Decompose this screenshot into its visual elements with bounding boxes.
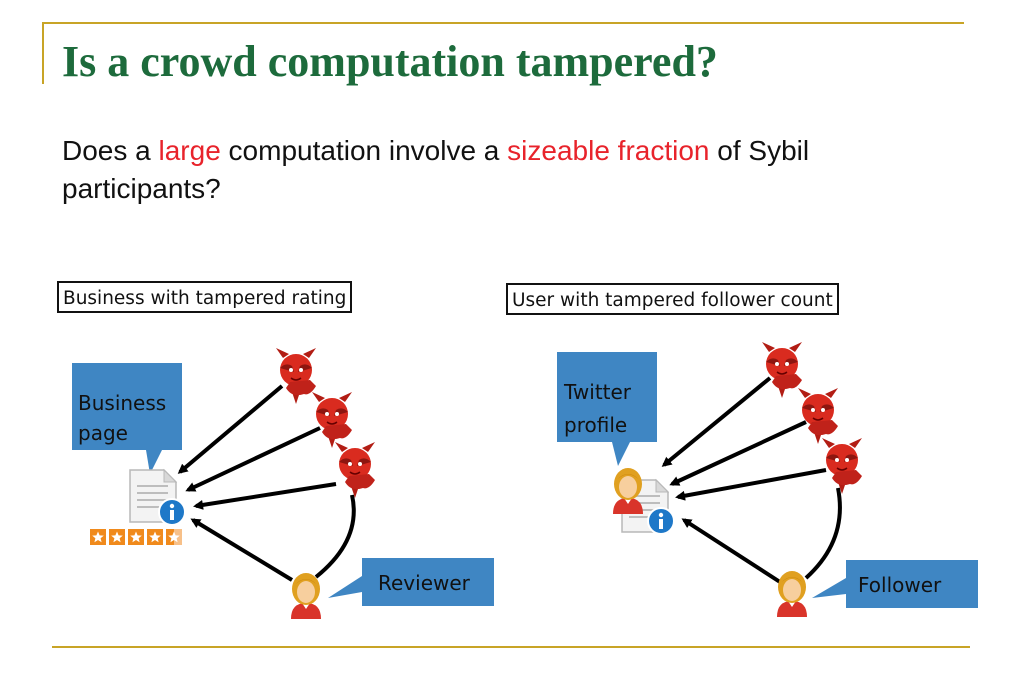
devil-icon	[761, 341, 803, 399]
slide-title: Is a crowd computation tampered?	[62, 37, 718, 86]
highlight-large: large	[158, 135, 221, 166]
info-icon	[647, 507, 675, 535]
question-part-2: computation involve a	[220, 135, 508, 166]
devil-icon	[821, 437, 863, 495]
reviewer-callout-text: Reviewer	[378, 571, 471, 595]
connector-curve	[804, 487, 842, 580]
business-page-callout: Business page	[72, 363, 182, 474]
person-icon	[777, 571, 807, 617]
connector-curve	[314, 494, 356, 579]
question-part-1: Does a	[62, 135, 159, 166]
arrow	[177, 384, 284, 474]
right-diagram: Twitter profile Follower	[557, 341, 978, 617]
twitter-callout-line2: profile	[564, 413, 627, 437]
star-rating-icon	[90, 529, 182, 545]
highlight-sizeable-fraction: sizeable fraction	[507, 135, 710, 166]
bottom-rule	[52, 646, 970, 648]
arrow	[190, 518, 294, 582]
question-text: Does a large computation involve a sizea…	[62, 132, 962, 208]
person-icon	[613, 468, 643, 514]
info-icon	[158, 498, 186, 526]
user-label: User with tampered follower count	[506, 283, 839, 315]
top-rule	[42, 22, 964, 24]
arrow	[669, 420, 807, 486]
arrow	[675, 468, 827, 501]
business-callout-line1: Business	[78, 391, 166, 415]
twitter-callout-line1: Twitter	[563, 380, 632, 404]
arrow	[185, 426, 321, 492]
devil-icon	[334, 441, 376, 499]
twitter-profile-callout: Twitter profile	[557, 352, 657, 466]
business-label: Business with tampered rating	[57, 281, 353, 313]
question-part-3: of Sybil participants?	[62, 135, 810, 204]
arrow	[681, 518, 782, 584]
devil-icon	[797, 387, 839, 445]
devil-icon	[275, 347, 317, 405]
business-callout-line2: page	[78, 421, 128, 445]
person-icon	[291, 573, 321, 619]
left-diagram: Business page Reviewer	[72, 347, 494, 619]
left-rule	[42, 22, 44, 84]
arrow	[661, 376, 772, 467]
follower-callout-text: Follower	[858, 573, 942, 597]
devil-icon	[311, 391, 353, 449]
reviewer-callout: Reviewer	[328, 558, 494, 606]
arrow	[193, 482, 337, 510]
follower-callout: Follower	[812, 560, 978, 608]
